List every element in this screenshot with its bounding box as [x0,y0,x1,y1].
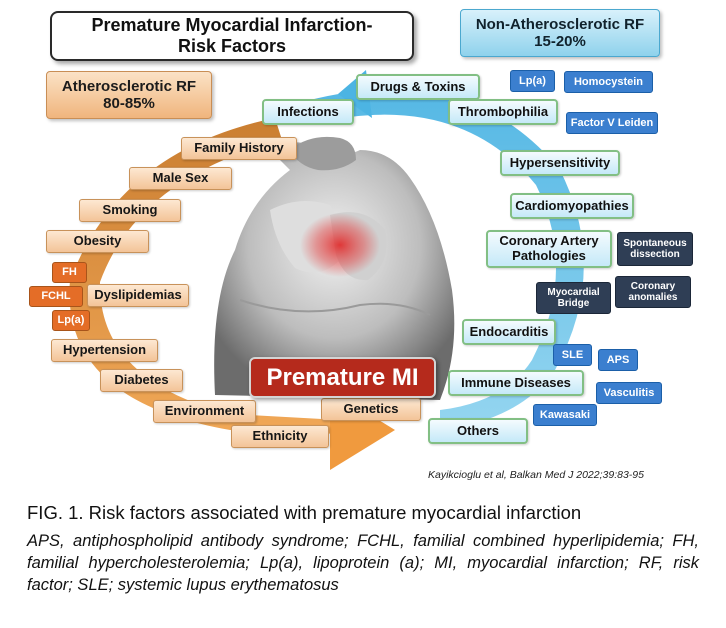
rf-drugs-toxins: Drugs & Toxins [356,74,480,100]
rf-myocardial-bridge-tag: Myocardial Bridge [536,282,611,314]
rf-vasculitis-tag: Vasculitis [596,382,662,404]
rf-lpa-blue-tag: Lp(a) [510,70,555,92]
premature-mi-label: Premature MI [249,357,436,398]
rf-aps-tag: APS [598,349,638,371]
rf-spontaneous-dissection-tag: Spontaneous dissection [617,232,693,266]
person-clutching-chest-icon [214,136,455,400]
rf-genetics: Genetics [321,398,421,421]
figure-caption: FIG. 1. Risk factors associated with pre… [27,502,582,523]
rf-kawasaki-tag: Kawasaki [533,404,597,426]
citation: Kayikcioglu et al, Balkan Med J 2022;39:… [428,469,644,481]
non-atherosclerotic-category: Non-Atherosclerotic RF 15-20% [460,9,660,57]
rf-environment: Environment [153,400,256,423]
rf-smoking: Smoking [79,199,181,222]
rf-family-history: Family History [181,137,297,160]
rf-infections: Infections [262,99,354,125]
diagram-title: Premature Myocardial Infarction- Risk Fa… [50,11,414,61]
rf-hypertension: Hypertension [51,339,158,362]
rf-ethnicity: Ethnicity [231,425,329,448]
rf-dyslipidemias: Dyslipidemias [87,284,189,307]
rf-thrombophilia: Thrombophilia [448,99,558,125]
rf-cardiomyopathies: Cardiomyopathies [510,193,634,219]
rf-coronary-anomalies-tag: Coronary anomalies [615,276,691,308]
rf-homocystein-tag: Homocystein [564,71,653,93]
rf-others: Others [428,418,528,444]
rf-hypersensitivity: Hypersensitivity [500,150,620,176]
rf-endocarditis: Endocarditis [462,319,556,345]
rf-factor-v-leiden-tag: Factor V Leiden [566,112,658,134]
rf-lpa-tag: Lp(a) [52,310,90,331]
rf-coronary-artery-pathologies: Coronary Artery Pathologies [486,230,612,268]
caption-abbreviations: APS, antiphospholipid antibody syndrome;… [27,532,699,594]
rf-obesity: Obesity [46,230,149,253]
rf-sle-tag: SLE [553,344,592,366]
rf-diabetes: Diabetes [100,369,183,392]
atherosclerotic-category: Atherosclerotic RF 80-85% [46,71,212,119]
rf-male-sex: Male Sex [129,167,232,190]
rf-immune-diseases: Immune Diseases [448,370,584,396]
rf-fh-tag: FH [52,262,87,283]
rf-fchl-tag: FCHL [29,286,83,307]
